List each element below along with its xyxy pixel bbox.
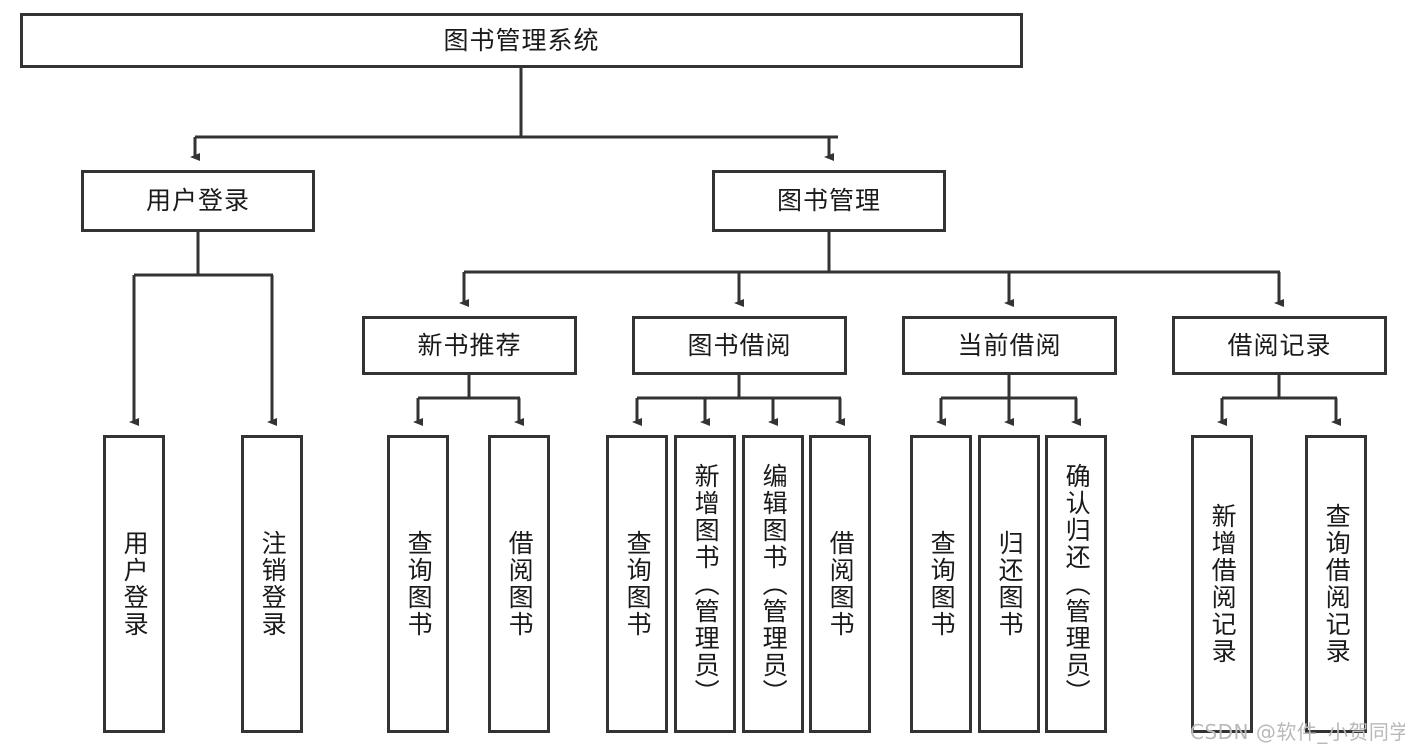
node-leaf-confirm-return[interactable]: 确认归还（管理员） <box>1045 435 1107 733</box>
node-user-login-label: 用户登录 <box>145 186 250 216</box>
node-leaf-query-book-2[interactable]: 查询图书 <box>606 435 668 733</box>
node-leaf-add-book-label: 新增图书（管理员） <box>691 462 721 706</box>
node-leaf-user-logout-label: 注销登录 <box>258 530 288 638</box>
node-book-manage[interactable]: 图书管理 <box>712 170 946 232</box>
node-borrow-record-label: 借阅记录 <box>1227 330 1332 360</box>
node-leaf-query-book-3-label: 查询图书 <box>927 530 957 638</box>
node-leaf-confirm-return-label: 确认归还（管理员） <box>1062 462 1092 706</box>
node-book-borrow[interactable]: 图书借阅 <box>632 316 847 375</box>
node-root-label: 图书管理系统 <box>443 25 600 55</box>
node-current-borrow-label: 当前借阅 <box>957 330 1062 360</box>
node-leaf-add-record-label: 新增借阅记录 <box>1208 503 1238 665</box>
node-leaf-borrow-book-1[interactable]: 借阅图书 <box>488 435 550 733</box>
node-root[interactable]: 图书管理系统 <box>20 13 1023 68</box>
node-leaf-borrow-book-2-label: 借阅图书 <box>826 530 856 638</box>
node-leaf-borrow-book-2[interactable]: 借阅图书 <box>809 435 871 733</box>
node-leaf-query-book-1[interactable]: 查询图书 <box>387 435 449 733</box>
node-new-book-recommend[interactable]: 新书推荐 <box>362 316 577 375</box>
node-leaf-edit-book-label: 编辑图书（管理员） <box>759 462 789 706</box>
node-user-login[interactable]: 用户登录 <box>81 170 315 232</box>
node-leaf-query-book-2-label: 查询图书 <box>623 530 653 638</box>
node-leaf-add-record[interactable]: 新增借阅记录 <box>1191 435 1253 733</box>
node-leaf-query-book-1-label: 查询图书 <box>404 530 434 638</box>
node-leaf-user-login[interactable]: 用户登录 <box>103 435 165 733</box>
node-leaf-add-book[interactable]: 新增图书（管理员） <box>674 435 736 733</box>
watermark-text: CSDN @软件_小贺同学 <box>1190 720 1405 744</box>
node-book-manage-label: 图书管理 <box>776 186 881 216</box>
node-book-borrow-label: 图书借阅 <box>687 330 792 360</box>
node-leaf-user-login-label: 用户登录 <box>120 530 150 638</box>
node-new-book-recommend-label: 新书推荐 <box>417 330 522 360</box>
node-leaf-query-book-3[interactable]: 查询图书 <box>910 435 972 733</box>
node-leaf-borrow-book-1-label: 借阅图书 <box>505 530 535 638</box>
node-leaf-query-record[interactable]: 查询借阅记录 <box>1305 435 1367 733</box>
node-current-borrow[interactable]: 当前借阅 <box>902 316 1117 375</box>
node-leaf-return-book-label: 归还图书 <box>995 530 1025 638</box>
node-borrow-record[interactable]: 借阅记录 <box>1172 316 1387 375</box>
node-leaf-edit-book[interactable]: 编辑图书（管理员） <box>742 435 804 733</box>
node-leaf-query-record-label: 查询借阅记录 <box>1322 503 1352 665</box>
node-leaf-user-logout[interactable]: 注销登录 <box>241 435 303 733</box>
node-leaf-return-book[interactable]: 归还图书 <box>978 435 1040 733</box>
